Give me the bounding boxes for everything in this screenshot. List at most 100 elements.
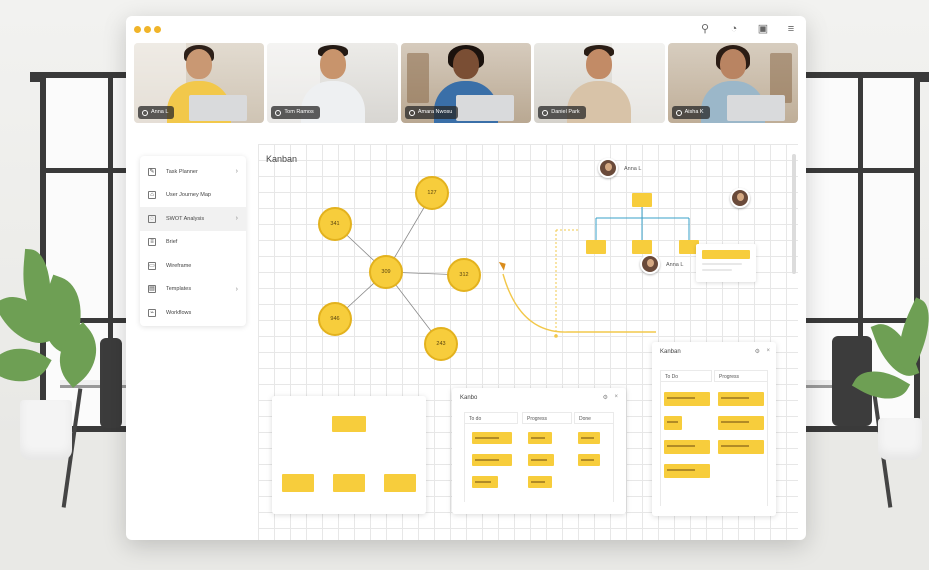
plant-pot-right [878,418,922,460]
kanban-ticket[interactable] [472,476,498,488]
menu-item[interactable]: ≡ Brief [140,231,246,255]
menu-item-label: Templates [166,286,192,293]
kanban-card-mid[interactable]: Kanbo ⚙ × To do Progress Done [452,388,626,514]
mic-icon [408,109,415,116]
mindmap-node[interactable]: 946 [318,302,352,336]
whiteboard-canvas[interactable]: Kanban [258,144,798,540]
journey-icon: ⌂ [148,191,156,200]
collaborator-label: Anna L [666,262,684,268]
participant-name: Anna L [151,109,169,115]
close-icon[interactable]: × [766,348,770,354]
kanban-ticket[interactable] [472,454,512,466]
share-icon[interactable]: ▣ [757,23,769,35]
kanban-ticket[interactable] [664,416,682,430]
kanban-card-right[interactable]: Kanban ⚙ × To Do Progress [652,342,776,516]
menu-item-label: Task Planner [166,168,198,175]
mindmap-node[interactable]: 243 [424,327,458,361]
menu-item[interactable]: ◌ SWOT Analysis › [140,207,246,231]
canvas-scrollbar[interactable] [792,154,796,274]
kanban-ticket[interactable] [664,440,710,454]
kanban-ticket[interactable] [472,432,512,444]
participant-name: Daniel Park [551,109,580,115]
wireframe-icon: ▭ [148,261,156,270]
kanban-column-header: Done [574,412,614,424]
mindmap-node[interactable]: 127 [415,176,449,210]
menu-item-label: SWOT Analysis [166,215,205,222]
title-bar: ⚲ ◔ ▣ ≡ [126,16,806,42]
participant-name-chip: Amara Nwosu [404,106,459,119]
mic-icon [675,109,682,116]
canvas-title: Kanban [266,154,298,164]
kanban-ticket[interactable] [528,432,552,444]
kanban-title: Kanbo [460,395,478,401]
org-chart-card[interactable] [272,396,426,514]
workflow-icon: ⌁ [148,308,156,317]
kanban-ticket[interactable] [578,454,600,466]
menu-item[interactable]: ⌁ Workflows [140,301,246,325]
collaborator-label: Anna L [624,166,642,172]
video-strip: Anna L Tom Ramos Amara Nwosu Daniel Park [134,43,799,123]
whiteboard-app-window: ⚲ ◔ ▣ ≡ Anna L Tom Ramos Amara Nwosu [126,16,806,540]
window-dot-1[interactable] [134,26,141,33]
collaborator-avatar[interactable] [598,158,618,178]
menu-item[interactable]: ▤Templates› [140,278,246,302]
kanban-ticket[interactable] [578,432,600,444]
settings-icon[interactable]: ⚙ [602,395,608,401]
template-icon: ▤ [148,285,156,294]
mic-icon [275,109,282,116]
menu-item-label: Wireframe [166,262,192,269]
kanban-ticket[interactable] [664,392,710,406]
kanban-ticket[interactable] [718,416,764,430]
lightbulb-icon: ◌ [148,214,156,223]
participant-name-chip: Daniel Park [538,106,586,119]
collaborator-avatar[interactable] [640,254,660,274]
org-chart-box[interactable] [632,240,652,254]
org-chart-box[interactable] [679,240,699,254]
office-chair-left [100,338,122,428]
kanban-ticket[interactable] [528,454,554,466]
mindmap-node[interactable]: 312 [447,258,481,292]
close-icon[interactable]: × [614,394,618,400]
chevron-right-icon: › [235,215,238,223]
mindmap-center-node[interactable]: 309 [369,255,403,289]
org-chart-box[interactable] [632,193,652,207]
kanban-column-header: To Do [660,370,712,382]
menu-item-label: Workflows [166,309,192,316]
participant-name-chip: Tom Ramos [271,106,320,119]
menu-item-label: Brief [166,239,178,246]
plant-pot-left [20,400,72,460]
kanban-ticket[interactable] [664,464,710,478]
kanban-title: Kanban [660,349,681,355]
bell-icon[interactable]: ◔ [730,23,738,35]
video-tile[interactable]: Anna L [134,43,265,123]
template-menu: ✎ Task Planner › ⌂ User Journey Map ◌ SWOT Ana… [140,156,246,326]
mic-icon [542,109,549,116]
menu-item-label: User Journey Map [166,192,211,199]
org-chart-box[interactable] [586,240,606,254]
kanban-ticket[interactable] [718,440,764,454]
kanban-ticket[interactable] [528,476,552,488]
sticky-note-card[interactable] [696,244,756,282]
kanban-ticket[interactable] [718,392,764,406]
mic-icon [142,109,148,116]
kanban-column-header: To do [464,412,518,424]
mindmap-node[interactable]: 341 [318,207,352,241]
chevron-right-icon: › [235,168,238,176]
menu-icon[interactable]: ≡ [787,23,795,35]
kanban-column-header: Progress [522,412,572,424]
collaborator-avatar[interactable] [730,188,750,208]
menu-item[interactable]: ▭ Wireframe [140,254,246,278]
note-icon: ✎ [148,167,156,176]
participant-name: Amara Nwosu [417,109,453,115]
doc-icon: ≡ [148,238,156,247]
video-tile[interactable]: Amara Nwosu [400,43,532,123]
menu-item[interactable]: ✎ Task Planner › [140,160,246,184]
window-dot-2[interactable] [144,26,151,33]
menu-item[interactable]: ⌂ User Journey Map [140,184,246,208]
settings-icon[interactable]: ⚙ [754,349,760,355]
video-tile[interactable]: Tom Ramos [267,43,398,123]
video-tile[interactable]: Aisha K [667,43,799,123]
video-tile[interactable]: Daniel Park [534,43,665,123]
search-icon[interactable]: ⚲ [700,23,710,35]
window-dot-3[interactable] [154,26,161,33]
